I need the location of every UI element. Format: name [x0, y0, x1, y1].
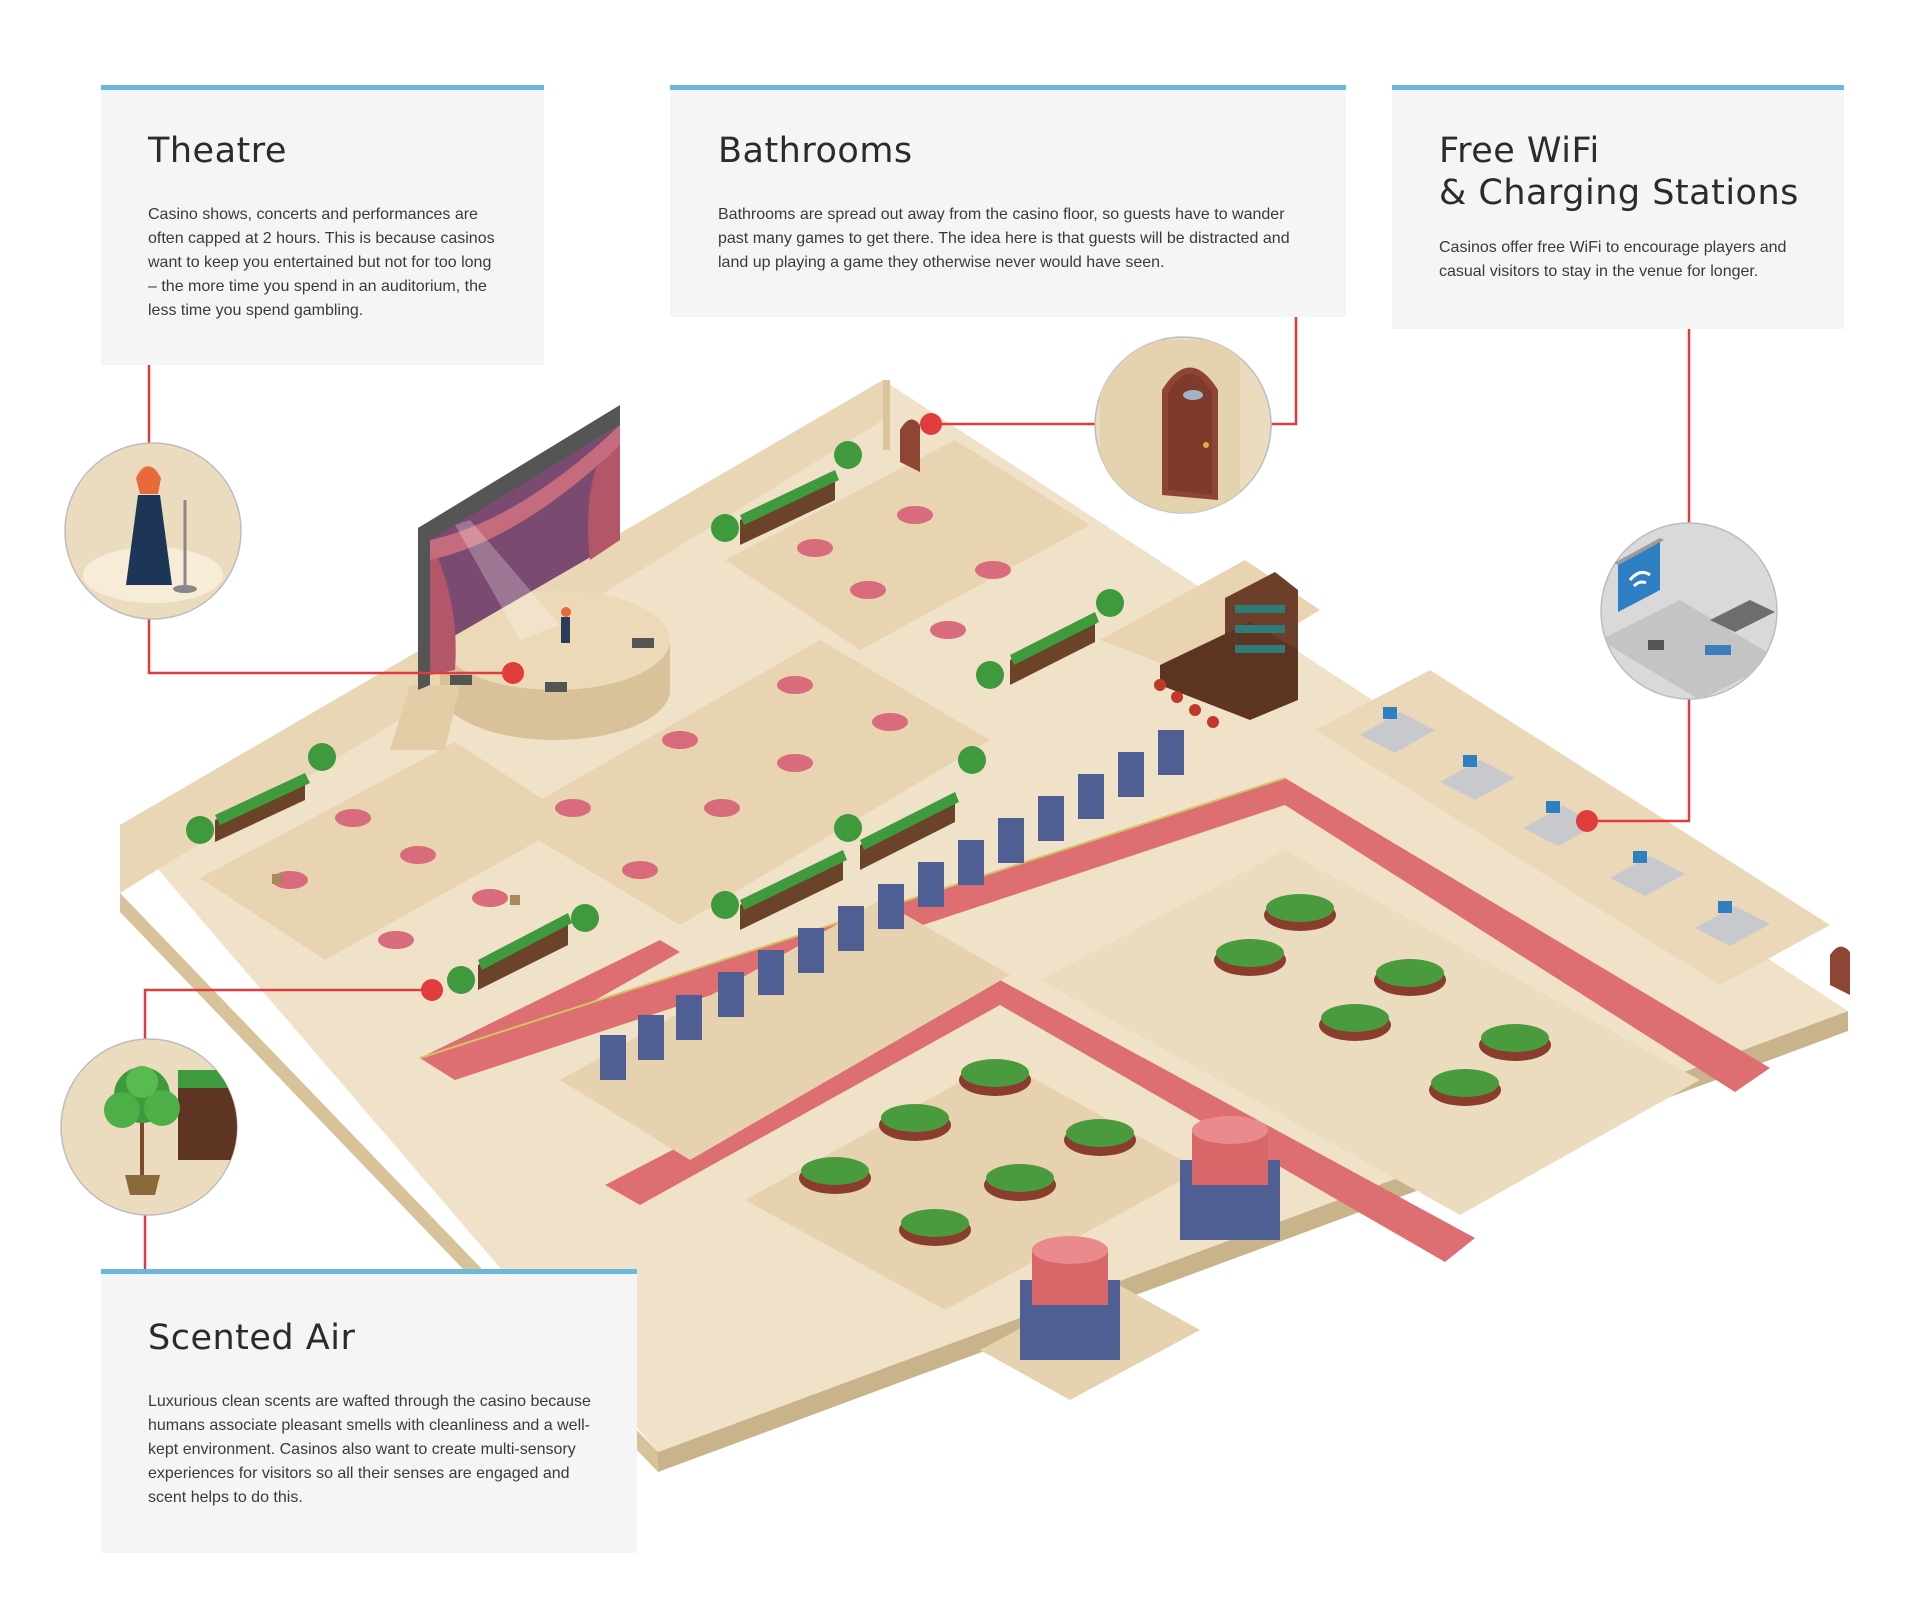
wifi-card: Free WiFi & Charging Stations Casinos of…: [1392, 85, 1844, 329]
door-icon: [1094, 336, 1272, 514]
slot-clusters: [1020, 1116, 1280, 1360]
back-wall-door: [900, 419, 1850, 995]
theatre-title: Theatre: [148, 131, 287, 171]
wifi-title: Free WiFi & Charging Stations: [1439, 130, 1804, 214]
wifi-body: Casinos offer free WiFi to encourage pla…: [1439, 239, 1787, 280]
bathrooms-body: Bathrooms are spread out away from the c…: [718, 206, 1290, 271]
wifi-title-line2: & Charging Stations: [1439, 173, 1799, 213]
scent-title: Scented Air: [148, 1318, 356, 1358]
theatre-stage: [390, 405, 670, 750]
theatre-body: Casino shows, concerts and performances …: [148, 206, 495, 319]
potted-tree-icon: [60, 1038, 238, 1216]
slot-machine-row: [600, 730, 1184, 1080]
connector-dots: [421, 413, 1598, 1001]
bar-counter: [1154, 572, 1298, 728]
theatre-card: Theatre Casino shows, concerts and perfo…: [101, 85, 544, 365]
planters: [186, 441, 1124, 994]
computer-wifi-icon: [1600, 522, 1778, 700]
scent-body: Luxurious clean scents are wafted throug…: [148, 1393, 591, 1506]
theatre-performer-icon: [64, 442, 242, 620]
card-tables: [799, 894, 1551, 1246]
scented-air-card: Scented Air Luxurious clean scents are w…: [101, 1269, 637, 1553]
bathrooms-card: Bathrooms Bathrooms are spread out away …: [670, 85, 1346, 317]
bathrooms-title: Bathrooms: [718, 131, 913, 171]
dining-tables: [272, 506, 1011, 949]
wifi-title-line1: Free WiFi: [1439, 131, 1600, 171]
connector-lines: [143, 317, 1691, 1269]
